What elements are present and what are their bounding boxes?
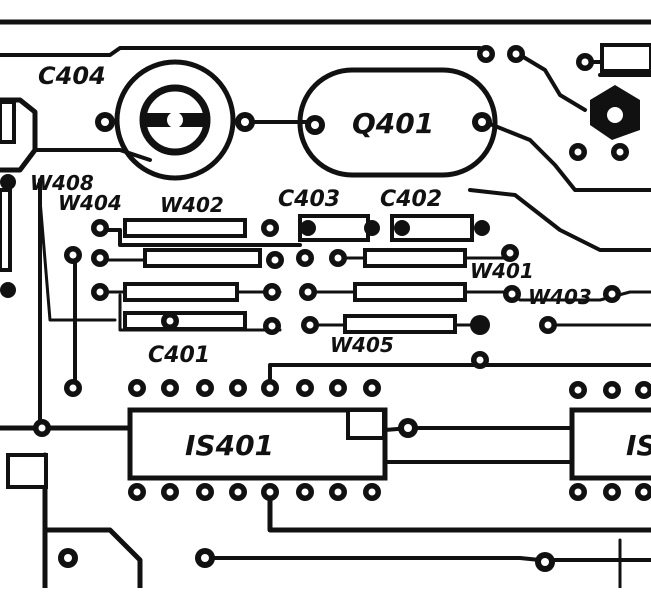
label-w405: W405 bbox=[330, 333, 394, 357]
trace-w403-row bbox=[308, 290, 651, 302]
trace-top-right bbox=[518, 53, 587, 112]
trace-bottom-bus bbox=[267, 492, 651, 533]
label-is-partial: IS bbox=[626, 429, 651, 462]
top-right-components bbox=[477, 43, 651, 161]
is401-top-pins bbox=[128, 379, 381, 397]
label-q401: Q401 bbox=[352, 107, 434, 140]
label-w401: W401 bbox=[470, 259, 534, 283]
w404-resistor bbox=[143, 248, 262, 268]
c401-capacitor bbox=[123, 311, 247, 331]
label-w403: W403 bbox=[528, 285, 592, 309]
label-c404: C404 bbox=[38, 62, 106, 90]
trace-w404-row bbox=[98, 228, 302, 247]
label-c401: C401 bbox=[148, 343, 210, 368]
passive-components bbox=[6, 214, 621, 572]
is-partial-ic bbox=[569, 381, 651, 501]
trace-q401-right bbox=[483, 120, 651, 192]
trace-left-to-c404 bbox=[33, 148, 152, 162]
is401-bottom-pins bbox=[128, 483, 381, 501]
trace-top-bus bbox=[0, 46, 492, 57]
q401-crystal bbox=[297, 67, 498, 178]
component-labels: C404 Q401 W408 W404 W402 C403 C402 W401 … bbox=[30, 62, 651, 462]
trace-bottom-bus2 bbox=[198, 556, 651, 562]
label-is401: IS401 bbox=[185, 429, 274, 462]
trace-bottom-left bbox=[42, 527, 143, 591]
label-c403: C403 bbox=[278, 187, 340, 212]
w403-resistor bbox=[353, 282, 467, 302]
w405-resistor bbox=[343, 314, 457, 334]
w401-resistor bbox=[363, 248, 467, 268]
trace-left-loop bbox=[0, 97, 38, 173]
label-w402: W402 bbox=[160, 193, 224, 217]
label-w404: W404 bbox=[58, 191, 122, 215]
w402-resistor bbox=[123, 218, 247, 238]
trace-ic-top-bus bbox=[268, 363, 651, 387]
left-edge-components bbox=[0, 100, 16, 298]
is401-ic bbox=[127, 379, 388, 501]
trace-w408-lead bbox=[38, 198, 117, 322]
row3-resistor bbox=[123, 282, 239, 302]
label-c402: C402 bbox=[380, 187, 442, 212]
trace-c402-right bbox=[468, 188, 651, 252]
c402-capacitor bbox=[390, 214, 474, 242]
c404-trimmer-capacitor bbox=[95, 59, 255, 181]
label-w408: W408 bbox=[30, 171, 94, 195]
